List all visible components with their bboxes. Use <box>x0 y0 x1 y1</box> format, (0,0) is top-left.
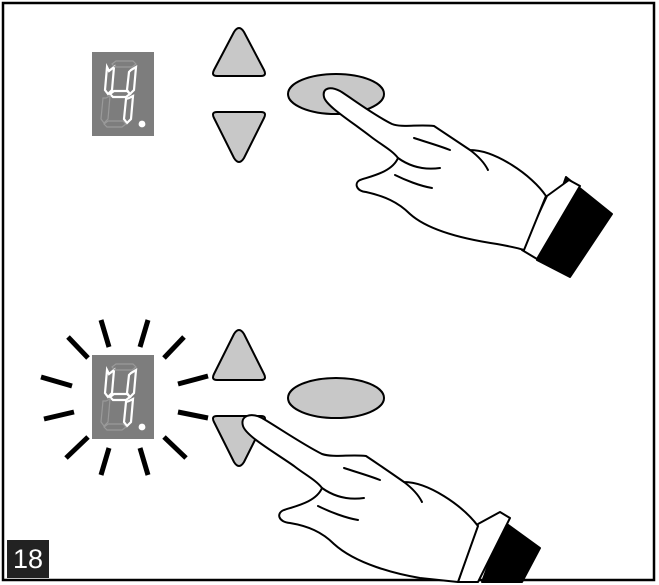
blink-rays-icon <box>40 319 209 476</box>
pointing-hand-icon <box>322 87 613 278</box>
seven-segment-display <box>92 52 154 136</box>
triangle-up-icon[interactable] <box>212 329 266 381</box>
seven-segment-display-blinking <box>92 355 154 439</box>
oval-button-icon[interactable] <box>287 377 385 419</box>
figure-number-badge: 18 <box>7 540 49 578</box>
top-panel <box>92 27 613 278</box>
bottom-panel <box>40 319 541 583</box>
triangle-up-icon[interactable] <box>212 27 266 77</box>
triangle-down-icon[interactable] <box>212 111 266 163</box>
pointing-hand-icon <box>241 414 541 583</box>
